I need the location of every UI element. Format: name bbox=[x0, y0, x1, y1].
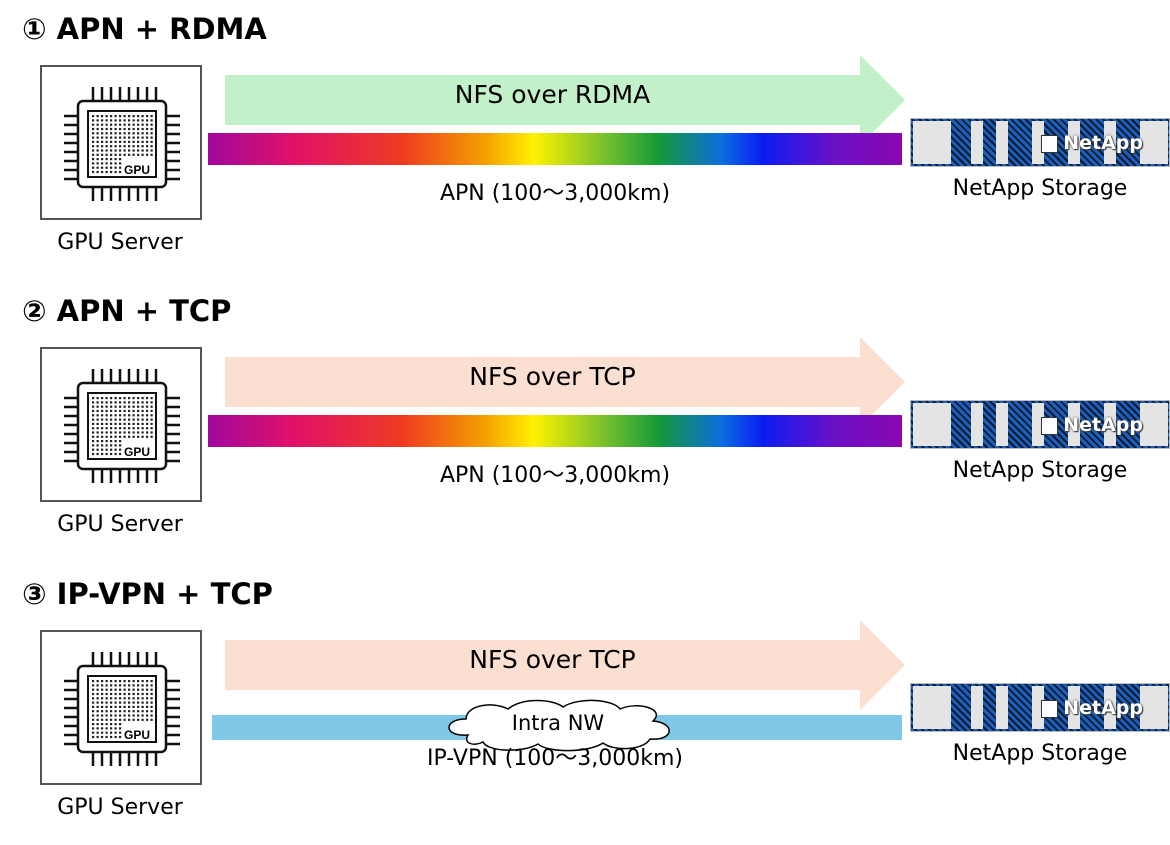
storage-panel bbox=[913, 121, 951, 164]
arrow-shape bbox=[225, 620, 905, 710]
netapp-logo-icon bbox=[1041, 700, 1059, 718]
gpu-chip-icon: GPU bbox=[64, 87, 180, 201]
storage-panel bbox=[1140, 403, 1168, 446]
storage-panel bbox=[971, 121, 983, 164]
storage-panel bbox=[1104, 686, 1116, 729]
netapp-storage: NetApp bbox=[910, 118, 1170, 167]
storage-panel bbox=[1032, 686, 1044, 729]
storage-panel bbox=[1032, 121, 1044, 164]
netapp-logo-icon bbox=[1041, 135, 1059, 153]
cloud-icon bbox=[448, 699, 670, 752]
netapp-storage: NetApp bbox=[910, 400, 1170, 449]
storage-panel bbox=[971, 403, 983, 446]
storage-panel bbox=[913, 403, 951, 446]
protocol-arrow bbox=[225, 55, 905, 145]
gpu-server-label: GPU Server bbox=[57, 230, 183, 255]
storage-panel bbox=[996, 403, 1008, 446]
storage-panel bbox=[913, 686, 951, 729]
section-title: ③ IP-VPN + TCP bbox=[22, 577, 273, 611]
storage-panel bbox=[971, 686, 983, 729]
gpu-chip-icon: GPU bbox=[64, 369, 180, 483]
gpu-server: GPU bbox=[40, 347, 202, 502]
storage-panel bbox=[1104, 121, 1116, 164]
section-ipvpn-tcp: ③ IP-VPN + TCP GPU GPU Server NFS over T… bbox=[0, 565, 1170, 845]
storage-label: NetApp Storage bbox=[952, 741, 1128, 766]
gpu-server-label: GPU Server bbox=[57, 795, 183, 820]
gpu-chip-label: GPU bbox=[124, 445, 150, 459]
protocol-label: NFS over TCP bbox=[469, 362, 636, 391]
storage-panel bbox=[1068, 686, 1080, 729]
storage-label: NetApp Storage bbox=[952, 458, 1128, 483]
logo-text: NetApp bbox=[1063, 414, 1143, 436]
section-title: ① APN + RDMA bbox=[22, 12, 267, 46]
gpu-chip-icon: GPU bbox=[64, 652, 180, 766]
protocol-arrow bbox=[225, 337, 905, 427]
gpu-server: GPU bbox=[40, 65, 202, 220]
storage-panel bbox=[1140, 121, 1168, 164]
netapp-logo: NetApp bbox=[1041, 414, 1143, 436]
netapp-logo: NetApp bbox=[1041, 697, 1143, 719]
gpu-chip-label: GPU bbox=[124, 728, 150, 742]
storage-panel bbox=[996, 686, 1008, 729]
storage-panel bbox=[1140, 686, 1168, 729]
netapp-logo: NetApp bbox=[1041, 132, 1143, 154]
netapp-storage: NetApp bbox=[910, 683, 1170, 732]
gpu-server: GPU bbox=[40, 630, 202, 785]
protocol-arrow bbox=[225, 620, 905, 710]
section-apn-rdma: ① APN + RDMA GPU GPU Server NFS over RDM… bbox=[0, 0, 1170, 280]
apn-link bbox=[208, 133, 902, 165]
gpu-server-label: GPU Server bbox=[57, 512, 183, 537]
network-label: APN (100～3,000km) bbox=[439, 463, 671, 488]
protocol-label: NFS over RDMA bbox=[454, 80, 651, 109]
logo-text: NetApp bbox=[1063, 132, 1143, 154]
apn-link bbox=[208, 415, 902, 447]
storage-panel bbox=[996, 121, 1008, 164]
section-apn-tcp: ② APN + TCP GPU GPU Server NFS over TCP … bbox=[0, 282, 1170, 562]
network-label: IP-VPN (100～3,000km) bbox=[427, 746, 683, 771]
logo-text: NetApp bbox=[1063, 697, 1143, 719]
cloud-label: Intra NW bbox=[511, 711, 605, 735]
storage-panel bbox=[1104, 403, 1116, 446]
protocol-label: NFS over TCP bbox=[469, 645, 636, 674]
storage-panel bbox=[1032, 403, 1044, 446]
arrow-shape bbox=[225, 337, 905, 427]
section-title: ② APN + TCP bbox=[22, 294, 232, 328]
storage-label: NetApp Storage bbox=[952, 176, 1128, 201]
arrow-shape bbox=[225, 55, 905, 145]
storage-panel bbox=[1068, 403, 1080, 446]
storage-panel bbox=[1068, 121, 1080, 164]
netapp-logo-icon bbox=[1041, 417, 1059, 435]
gpu-chip-label: GPU bbox=[124, 163, 150, 177]
network-label: APN (100～3,000km) bbox=[439, 181, 671, 206]
